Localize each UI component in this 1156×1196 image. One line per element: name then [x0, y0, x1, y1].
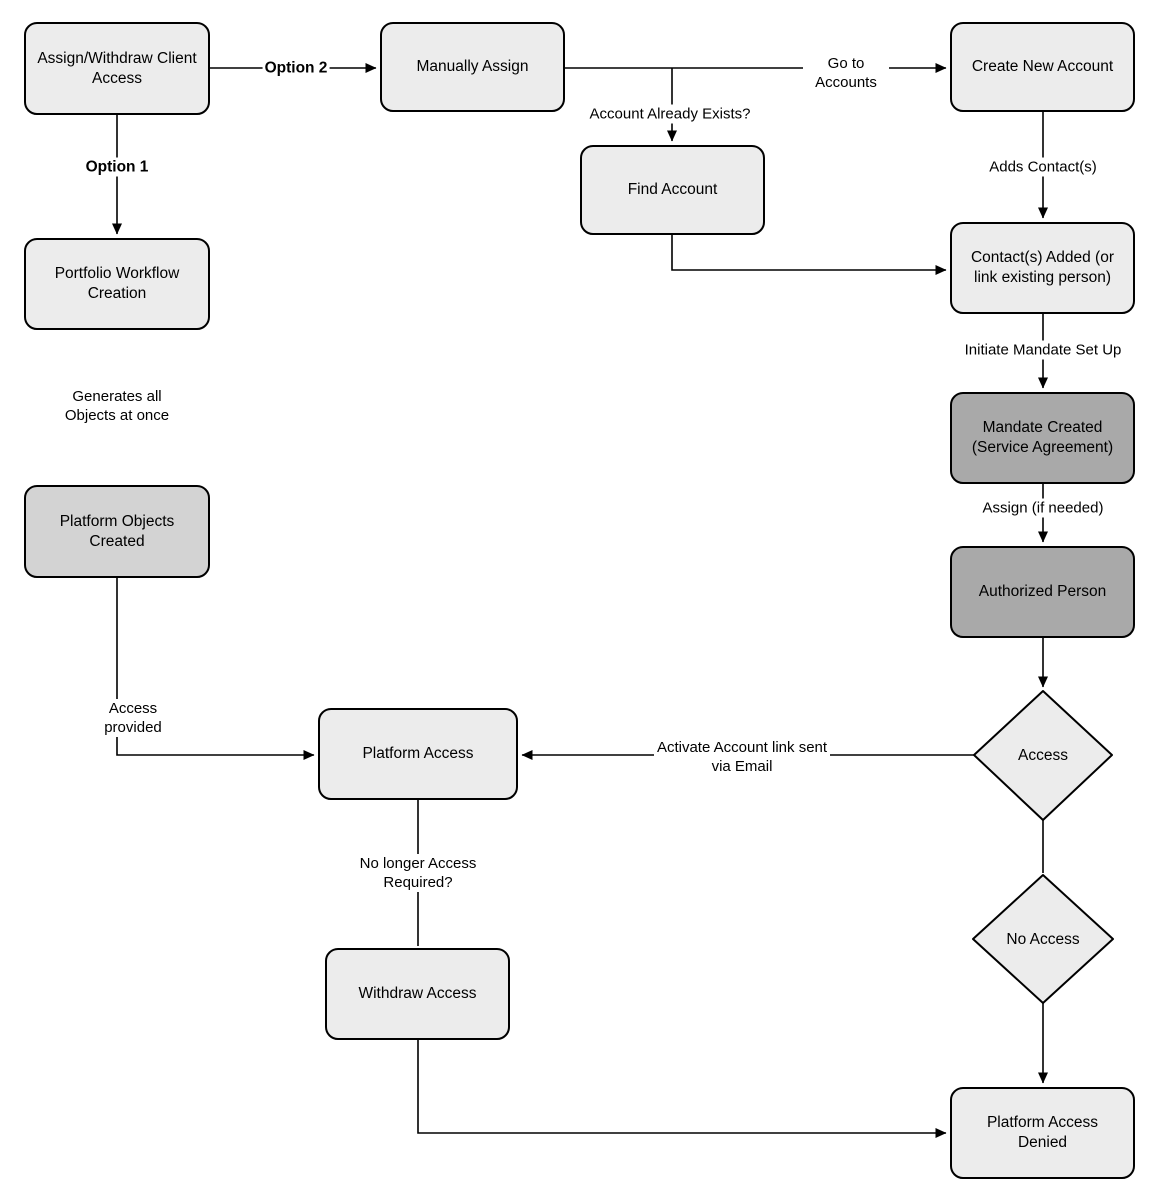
node-manually-assign: Manually Assign: [380, 22, 565, 112]
edge-label-option-2: Option 2: [262, 58, 330, 78]
edge-label-go-to-accounts: Go to Accounts: [803, 54, 889, 92]
connector-find-to-contacts: [671, 235, 947, 275]
edge-label-assign-if-needed: Assign (if needed): [980, 498, 1106, 518]
edge-label-no-longer-access-required: No longer Access Required?: [346, 854, 490, 892]
node-authorized-person: Authorized Person: [950, 546, 1135, 638]
node-contacts-added: Contact(s) Added (or link existing perso…: [950, 222, 1135, 314]
node-mandate-created: Mandate Created (Service Agreement): [950, 392, 1135, 484]
edge-label-adds-contacts: Adds Contact(s): [987, 157, 1099, 177]
node-platform-access: Platform Access: [318, 708, 518, 800]
node-find-account: Find Account: [580, 145, 765, 235]
edge-label-activate-account-link: Activate Account link sent via Email: [654, 738, 830, 776]
node-withdraw-access: Withdraw Access: [325, 948, 510, 1040]
edge-label-access-provided: Access provided: [95, 699, 171, 737]
edge-label-account-already-exists: Account Already Exists?: [587, 104, 753, 124]
connector-objects-to-platform-access: [116, 578, 315, 760]
node-portfolio-workflow-creation: Portfolio Workflow Creation: [24, 238, 210, 330]
edge-label-option-1: Option 1: [83, 157, 151, 177]
node-assign-withdraw-client-access: Assign/Withdraw Client Access: [24, 22, 210, 115]
decision-no-access-shape: [972, 874, 1114, 1004]
edge-label-initiate-mandate-set-up: Initiate Mandate Set Up: [962, 340, 1124, 360]
decision-access-label: Access: [1018, 747, 1068, 764]
decision-no-access-label: No Access: [1006, 931, 1080, 948]
node-platform-objects-created: Platform Objects Created: [24, 485, 210, 578]
connector-withdraw-to-denied: [417, 1040, 947, 1138]
node-create-new-account: Create New Account: [950, 22, 1135, 112]
edge-label-generates-all-objects: Generates all Objects at once: [51, 387, 183, 425]
node-platform-access-denied: Platform Access Denied: [950, 1087, 1135, 1179]
decision-access-shape: [973, 690, 1113, 821]
